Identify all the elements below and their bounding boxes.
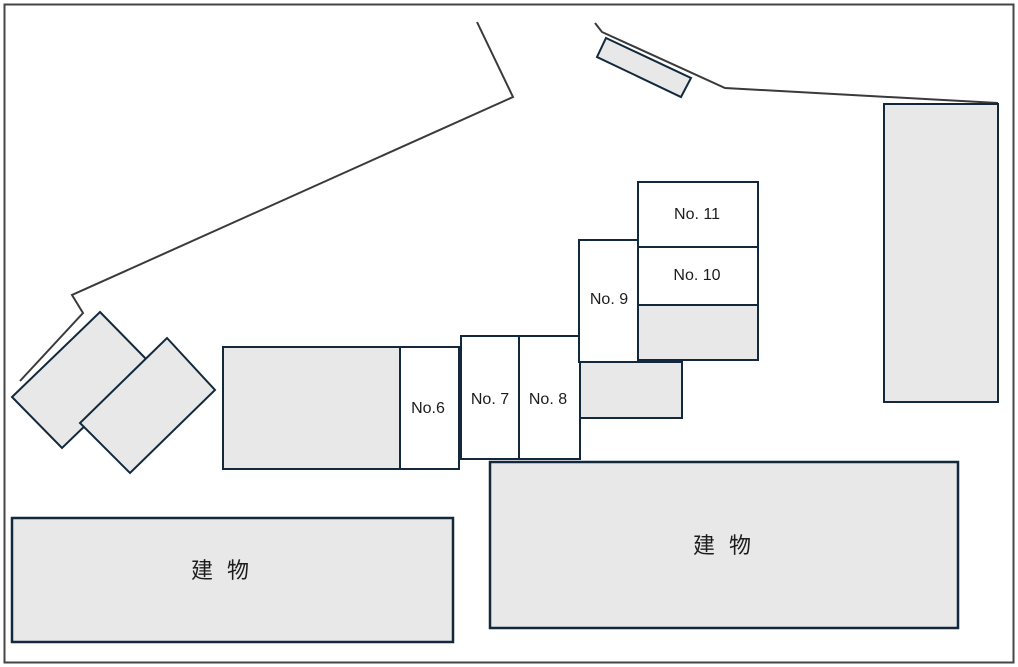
parcel-no10-label: No. 10 xyxy=(673,267,720,284)
gray-parcel-center xyxy=(222,346,401,470)
parcel-no9-label: No. 9 xyxy=(590,291,628,308)
parcel-no11 xyxy=(637,181,759,248)
building-west xyxy=(10,516,455,644)
parcel-no6 xyxy=(399,346,460,470)
gray-parcel-below-no10 xyxy=(637,304,759,361)
tall-structure-east xyxy=(883,103,999,403)
rotated-structure-north xyxy=(595,36,693,99)
parcel-no8-label: No. 8 xyxy=(529,391,567,408)
building-east xyxy=(488,460,960,630)
parcel-no6-label: No.6 xyxy=(411,400,445,417)
gray-parcel-below-no9 xyxy=(579,361,683,419)
rotated-parcel-west-2 xyxy=(78,336,217,475)
parcel-no11-label: No. 11 xyxy=(674,206,720,223)
boundary-line-west xyxy=(19,21,515,382)
parcel-no10 xyxy=(637,246,759,306)
building-west-label: 建 物 xyxy=(191,558,253,583)
boundary-line-north xyxy=(594,22,999,104)
rotated-parcel-west-1 xyxy=(10,310,152,450)
building-east-label: 建 物 xyxy=(693,533,755,558)
parcel-no7-label: No. 7 xyxy=(471,391,509,408)
